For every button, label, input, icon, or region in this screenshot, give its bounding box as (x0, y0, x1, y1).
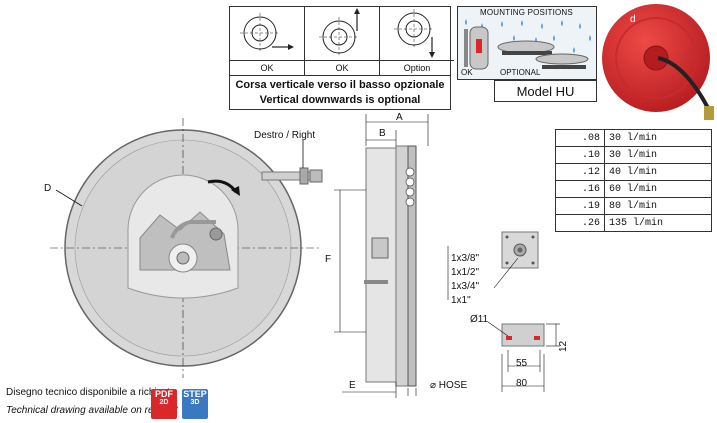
orientation-label: OK (305, 60, 379, 75)
dim-f-label: F (325, 254, 332, 265)
pdf-download-button[interactable]: PDF 2D (151, 389, 177, 419)
step-sub-label: 3D (190, 399, 200, 406)
direction-label: Destro / Right (254, 130, 316, 141)
orientation-label: Option (380, 60, 454, 75)
pdf-sub-label: 2D (159, 399, 169, 406)
orientation-label: OK (230, 60, 304, 75)
inlet-size: 1x3/4" (451, 281, 480, 292)
orientation-cell-right: OK (230, 7, 305, 75)
orientation-cell-down: Option (380, 7, 454, 75)
footer-italian: Disegno tecnico disponibile a richiesta (6, 387, 176, 398)
hose-reel-photo: d (602, 4, 714, 120)
note-italian: Corsa verticale verso il basso opzionale (235, 79, 445, 91)
note-english: Vertical downwards is optional (259, 94, 421, 106)
mounting-rain-illustration (464, 19, 591, 70)
hose-label: ⌀ HOSE (430, 380, 468, 391)
rotation-up-icon (319, 8, 360, 57)
inlet-size-list: 1x3/8" 1x1/2" 1x3/4" 1x1" (451, 252, 479, 308)
step-label: STEP (183, 389, 207, 399)
bracket-height-12: 12 (558, 340, 569, 352)
step-download-button[interactable]: STEP 3D (182, 389, 208, 419)
footer-english: Technical drawing available on request (6, 405, 178, 416)
inlet-size: 1x1" (451, 295, 471, 306)
inlet-size: 1x3/8" (451, 253, 480, 264)
rotation-right-icon (240, 13, 294, 53)
mounting-ok-label: OK (461, 68, 473, 77)
spec-flow: 135 l/min (604, 214, 712, 232)
inlet-size: 1x1/2" (451, 267, 480, 278)
orientation-note: Corsa verticale verso il basso opzionale… (229, 76, 451, 110)
dim-d-label: D (44, 183, 52, 194)
spec-size: .26 (555, 214, 605, 232)
mounting-positions-panel: MOUNTING POSITIONS OK OPTIONAL (457, 6, 597, 80)
dim-a-label: A (396, 112, 403, 123)
pdf-label: PDF (155, 389, 173, 399)
bracket-width-55: 55 (516, 358, 528, 369)
orientation-cell-up: OK (305, 7, 380, 75)
bracket-hole-label: Ø11 (470, 314, 489, 325)
technical-drawing (50, 114, 560, 398)
orientation-panel: OK OK Option (229, 6, 454, 76)
mounting-title: MOUNTING POSITIONS (480, 8, 573, 17)
rotation-down-icon (394, 9, 435, 58)
model-label: Model HU (494, 80, 597, 102)
dim-b-label: B (379, 128, 386, 139)
mounting-optional-label: OPTIONAL (500, 68, 541, 77)
bracket-width-80: 80 (516, 378, 528, 389)
dim-e-label: E (349, 380, 356, 391)
reel-brand-logo: d (630, 14, 636, 25)
